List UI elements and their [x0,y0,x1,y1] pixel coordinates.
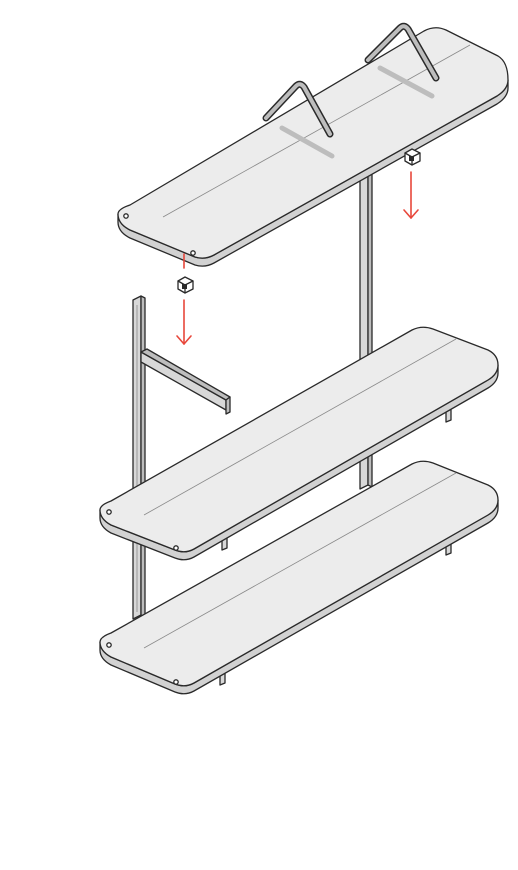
connector-block-left [177,276,194,294]
assembly-arrow-left [176,299,192,345]
connector-block-right [404,148,421,166]
loose-shelf-bracket [140,348,231,415]
middle-shelf [99,326,499,561]
left-wall-rail [132,295,146,620]
assembly-arrow-right [403,171,419,219]
bottom-shelf [99,460,499,695]
triangle-hanger-right [364,22,440,99]
triangle-hanger-left [262,80,335,159]
